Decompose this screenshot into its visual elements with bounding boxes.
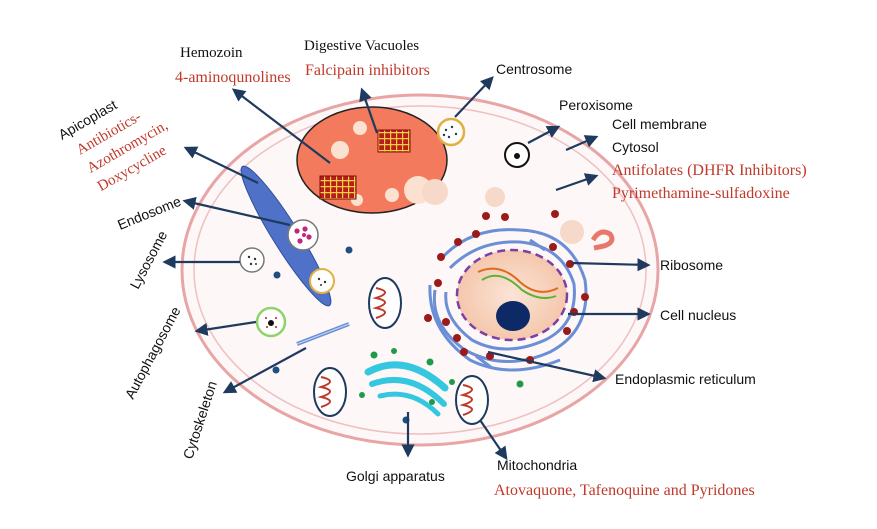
hemozoin-crystal [377,129,411,153]
golgi-shape [359,348,524,417]
nucleolus [496,301,530,331]
label-cell-membrane: Cell membrane [612,116,707,132]
centrosome-shape [436,117,466,147]
label-golgi-apparatus: Golgi apparatus [346,468,445,484]
cytoskeleton-shape [296,322,350,346]
cell-nucleus-shape [455,248,569,342]
label-cytoskeleton: Cytoskeleton [180,379,220,461]
vesicle [309,268,335,294]
digestive-vacuole [296,106,448,214]
label-cytosol-drug-1: Antifolates (DHFR Inhibitors) [612,162,807,179]
mitochondrion [313,367,347,417]
apicoplast-label-group: Apicoplast Antibiotics- Azothromycin, Do… [56,96,171,194]
lysosome-shape [239,247,265,273]
mitochondrion [368,277,402,329]
endosome-shape [287,219,319,251]
label-hemozoin: Hemozoin [180,45,243,61]
peroxisome-shape [504,142,530,168]
label-autophagosome: Autophagosome [122,304,184,402]
label-cell-nucleus: Cell nucleus [660,307,736,323]
label-lysosome: Lysosome [127,228,171,292]
label-cytosol: Cytosol [612,139,659,155]
label-cytosol-drug-2: Pyrimethamine-sulfadoxine [612,185,790,202]
label-hemozoin-drug: 4-aminoqunolines [175,69,291,86]
label-arrows [162,76,651,461]
membrane-fragment [590,229,615,251]
mitochondrion [455,375,489,425]
label-digestive-vacuoles: Digestive Vacuoles [304,38,419,54]
label-digestive-drug: Falcipain inhibitors [305,62,430,79]
label-ribosome: Ribosome [660,257,723,273]
label-peroxisome: Peroxisome [559,97,633,113]
label-endoplasmic-reticulum: Endoplasmic reticulum [615,371,756,387]
autophagosome-shape [255,306,287,338]
label-mitochondria: Mitochondria [497,457,577,473]
hemozoin-crystal [319,175,357,200]
label-centrosome: Centrosome [496,61,572,77]
label-mitochondria-drug: Atovaquone, Tafenoquine and Pyridones [494,482,755,499]
label-endosome: Endosome [115,193,183,233]
